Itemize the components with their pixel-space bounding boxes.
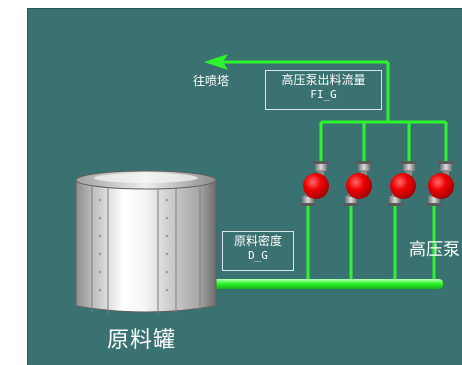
- feed-header-pipe: [212, 279, 443, 289]
- discharge-manifold: [319, 120, 448, 168]
- suction-lines: [306, 203, 436, 282]
- high-pressure-pump-2[interactable]: [343, 161, 372, 206]
- feed-density-indicator[interactable]: 原料密度 D_G: [222, 231, 294, 271]
- suction-valve: [389, 196, 401, 204]
- tank-seams: [91, 185, 201, 314]
- pump-group-label: 高压泵: [409, 240, 460, 260]
- pump-body: [390, 173, 416, 199]
- pump-body: [303, 173, 329, 199]
- outlet-pipe: [210, 60, 390, 122]
- suction-valve: [345, 196, 357, 204]
- feed-density-title: 原料密度: [233, 234, 282, 248]
- pump-body: [428, 173, 454, 199]
- outlet-flow-tag: FI_G: [310, 88, 337, 101]
- outlet-flow-title: 高压泵出料流量: [281, 73, 366, 87]
- high-pressure-pump-3[interactable]: [387, 161, 417, 206]
- tank-label: 原料罐: [107, 328, 177, 353]
- discharge-valve: [440, 163, 452, 171]
- suction-valve: [428, 196, 440, 204]
- tank-rivets: [98, 198, 169, 292]
- discharge-valve: [403, 163, 415, 171]
- outlet-flow-indicator[interactable]: 高压泵出料流量 FI_G: [265, 70, 382, 110]
- suction-valve: [302, 196, 314, 204]
- feed-density-tag: D_G: [248, 249, 268, 262]
- tank-shell: [75, 179, 217, 313]
- high-pressure-pump-1[interactable]: [300, 161, 329, 206]
- discharge-valve: [315, 163, 327, 171]
- discharge-valve: [358, 163, 370, 171]
- high-pressure-pump-4[interactable]: [426, 161, 454, 206]
- pump-body: [346, 173, 372, 199]
- flow-direction-arrow: [204, 54, 228, 70]
- destination-label: 往喷塔: [193, 74, 230, 88]
- raw-material-tank[interactable]: [75, 170, 217, 314]
